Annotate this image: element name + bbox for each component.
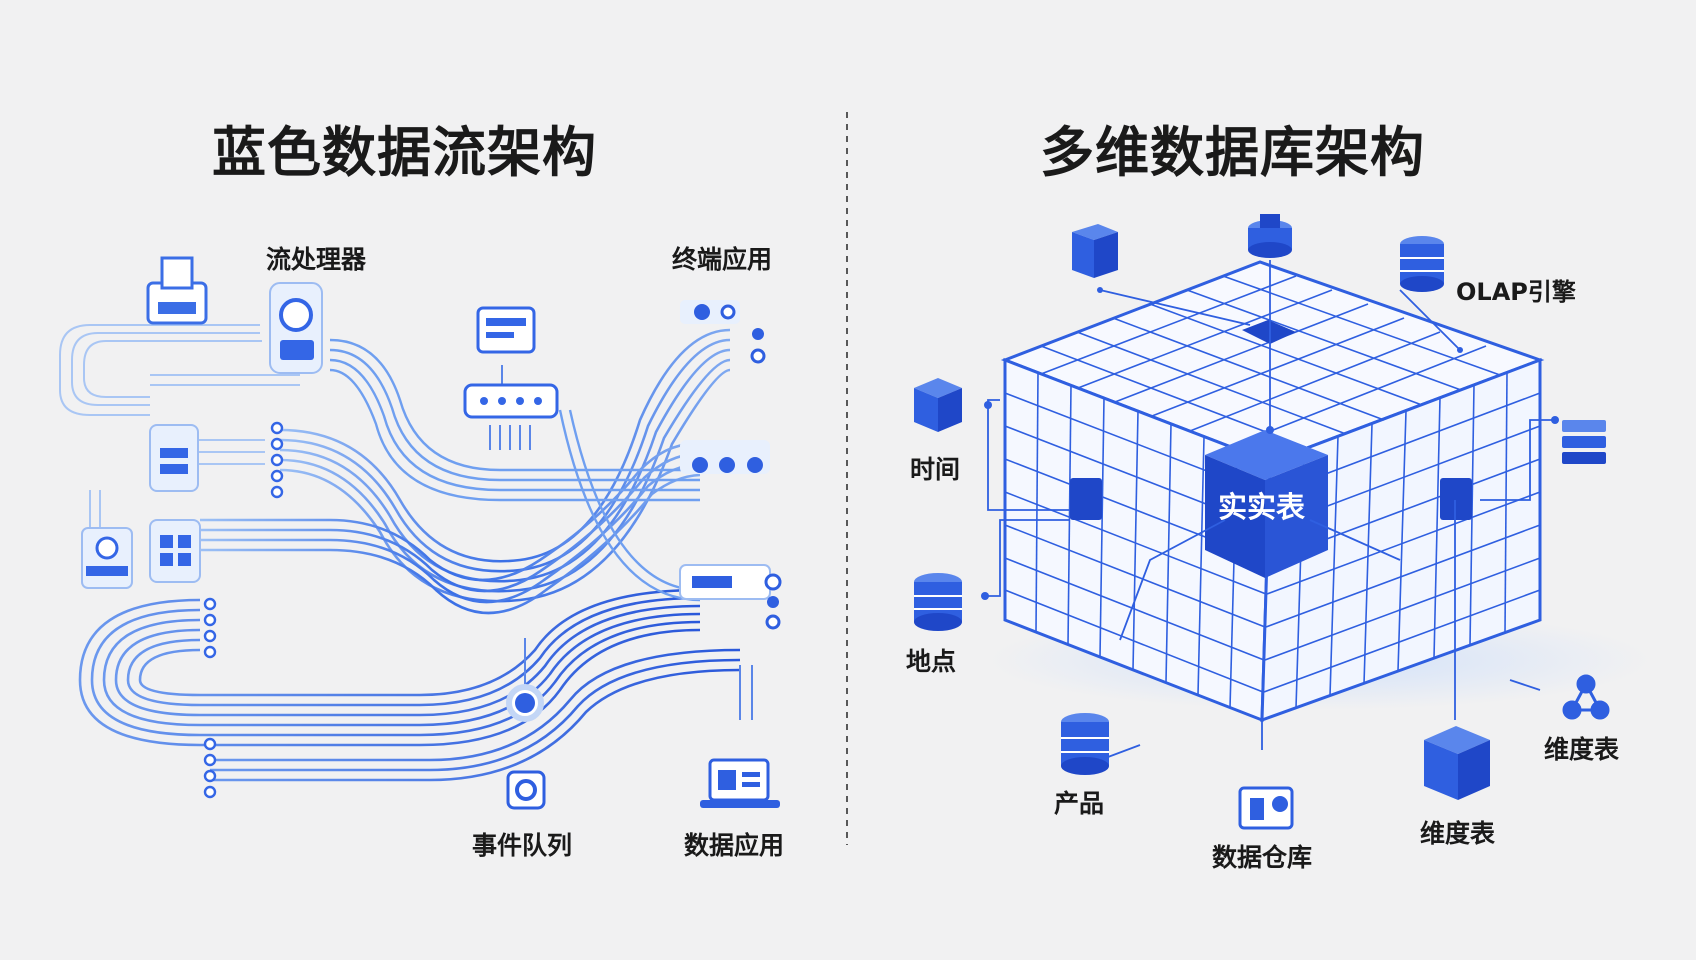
terminal-app-label: 终端应用 [672, 245, 773, 274]
connector-dots [981, 287, 1559, 600]
monitor-icon [476, 306, 536, 354]
printer-icon [146, 256, 208, 325]
product-label: 产品 [1054, 789, 1105, 818]
connector-lines [985, 260, 1555, 761]
dimension-building-icon [1424, 726, 1490, 800]
server-icon [149, 424, 199, 492]
database-icon [1400, 236, 1444, 292]
time-building-icon [914, 378, 962, 432]
terminal-app-icons [679, 300, 782, 630]
left-title: 蓝色数据流架构 [212, 121, 597, 184]
time-label: 时间 [910, 455, 961, 484]
dimension-table-label-b: 维度表 [1544, 735, 1620, 764]
queue-icon [506, 684, 546, 810]
product-database-icon [1061, 713, 1109, 775]
data-app-label: 数据应用 [684, 831, 785, 860]
router-icon [463, 383, 559, 419]
laptop-icon [700, 758, 780, 808]
node-icon [81, 527, 133, 589]
dimension-table-label-a: 维度表 [1420, 819, 1496, 848]
molecule-icon [1562, 674, 1610, 720]
right-title: 多维数据库架构 [1040, 121, 1425, 184]
fact-cube [1205, 430, 1328, 578]
left-flow-lines [59, 324, 753, 782]
location-database-icon [914, 573, 962, 631]
warehouse-icon [1238, 786, 1294, 830]
stack-icon [1562, 420, 1606, 464]
connector-nodes [203, 421, 284, 799]
location-label: 地点 [906, 647, 957, 676]
stream-processor-label: 流处理器 [266, 245, 367, 274]
olap-engine-label: OLAP引擎 [1456, 278, 1576, 306]
event-queue-label: 事件队列 [472, 831, 573, 860]
inner-cubes [1070, 320, 1472, 520]
network-icon [1248, 214, 1292, 258]
processor-icon [269, 282, 323, 374]
building-icon [1072, 224, 1118, 278]
data-warehouse-label: 数据仓库 [1212, 843, 1313, 872]
grid-icon [149, 519, 201, 583]
olap-cube [1000, 260, 1545, 723]
fact-table-label: 实实表 [1218, 490, 1306, 524]
